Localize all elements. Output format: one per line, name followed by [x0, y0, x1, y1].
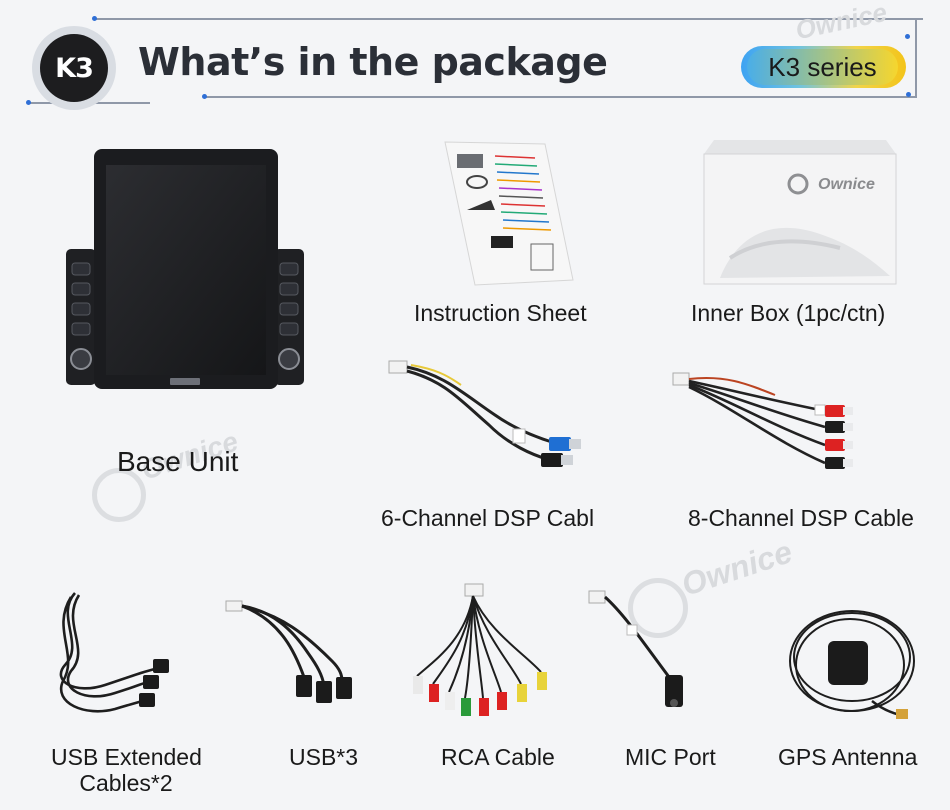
- instruction-sheet-label: Instruction Sheet: [414, 300, 587, 326]
- model-badge: K3: [32, 26, 116, 110]
- header-dot: [905, 34, 910, 39]
- header-top-line: [95, 18, 923, 20]
- gps-antenna-label: GPS Antenna: [778, 744, 918, 770]
- usb-extended-label: USB Extended Cables*2: [51, 744, 202, 796]
- mic-port-label: MIC Port: [625, 744, 716, 770]
- watermark-ring-icon: [92, 468, 146, 522]
- series-badge: K3 series: [741, 46, 906, 88]
- dsp6-cable-label: 6-Channel DSP Cabl: [381, 505, 595, 531]
- series-badge-text: K3 series: [747, 49, 898, 85]
- header-bottom-line: [205, 96, 917, 98]
- watermark-logo: Ownice: [792, 0, 890, 46]
- page-title: What’s in the package: [138, 40, 608, 84]
- usb-extended-label-line1: USB Extended: [51, 744, 202, 770]
- dsp8-cable-label: 8-Channel DSP Cable: [688, 505, 914, 531]
- header-dot: [92, 16, 97, 21]
- usb-extended-label-line2: Cables*2: [79, 770, 173, 796]
- header-dot: [26, 100, 31, 105]
- watermark-ring-icon: [628, 578, 688, 638]
- rca-cable-label: RCA Cable: [441, 744, 555, 770]
- header-right-line: [915, 18, 917, 98]
- inner-box-brand: Ownice: [818, 176, 875, 193]
- header-dot: [202, 94, 207, 99]
- inner-box-label: Inner Box (1pc/ctn): [691, 300, 886, 326]
- base-unit-label: Base Unit: [117, 446, 239, 477]
- usb3-label: USB*3: [289, 744, 359, 770]
- model-badge-text: K3: [40, 34, 108, 102]
- header-dot: [906, 92, 911, 97]
